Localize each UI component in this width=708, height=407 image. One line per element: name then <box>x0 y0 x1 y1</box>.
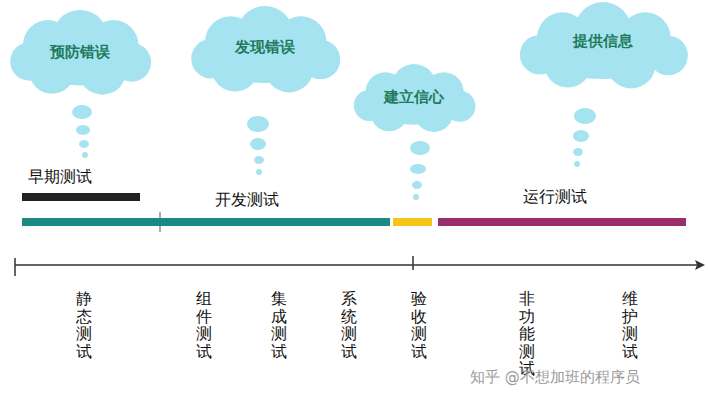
cloud-text: 建立信心 <box>384 88 444 107</box>
acceptance-bar <box>393 218 432 226</box>
phase-bar: 早期测试 <box>22 193 140 201</box>
test-type-label: 非功能测试 <box>519 290 535 378</box>
watermark: 知乎 @不想加班的程序员 <box>470 368 640 387</box>
time-axis <box>15 264 698 266</box>
phase-label: 开发测试 <box>215 190 279 211</box>
cloud-text: 预防错误 <box>50 43 110 62</box>
test-type-label: 系统测试 <box>341 290 357 360</box>
cloud-text: 发现错误 <box>235 38 295 57</box>
cloud-callout: 预防错误 <box>10 10 150 102</box>
test-type-label: 集成测试 <box>271 290 287 360</box>
phase-label: 运行测试 <box>523 187 587 208</box>
cloud-callout: 建立信心 <box>352 64 476 138</box>
cloud-text: 提供信息 <box>573 32 633 51</box>
phase-bar: 运行测试 <box>438 218 686 226</box>
test-type-label: 组件测试 <box>196 290 212 360</box>
test-type-label: 维护测试 <box>622 290 638 360</box>
cloud-callout: 发现错误 <box>190 6 340 100</box>
phase-label: 早期测试 <box>28 167 92 188</box>
cloud-callout: 提供信息 <box>515 2 691 96</box>
thought-bubbles <box>72 105 596 200</box>
phase-bar: 开发测试 <box>22 218 390 226</box>
axis-tick <box>412 256 414 270</box>
test-type-label: 验收测试 <box>411 290 427 360</box>
test-type-label: 静态测试 <box>76 290 92 360</box>
axis-tick <box>14 258 16 276</box>
axis-arrow <box>695 260 705 270</box>
